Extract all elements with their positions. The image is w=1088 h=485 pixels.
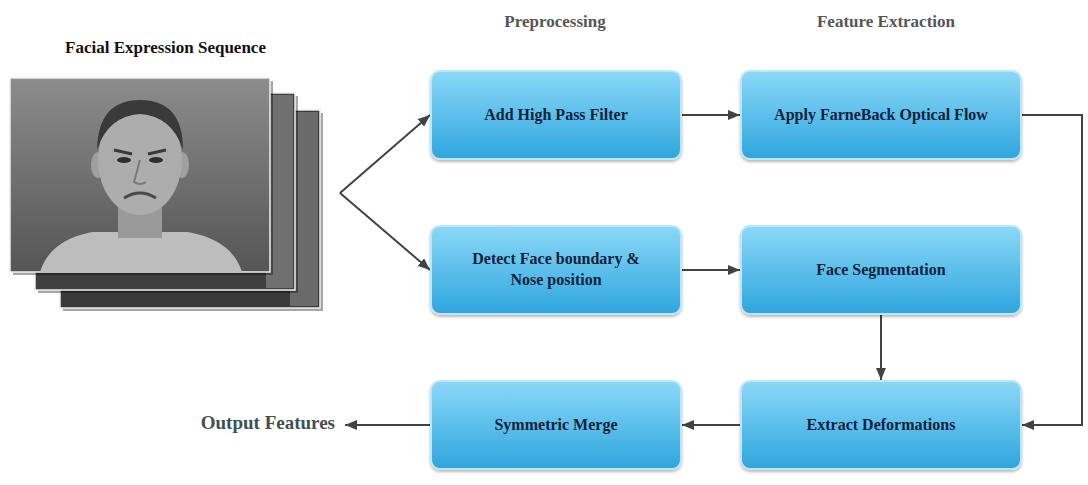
output-arrow: [345, 424, 430, 426]
nose: [134, 160, 146, 184]
group-region: [408, 52, 1052, 480]
flow-arrow: [340, 193, 430, 270]
stage-group: PreprocessingAdd High Pass FilterDetect …: [410, 8, 700, 330]
process-box: Face Segmentation: [740, 225, 1022, 315]
process-box: Extract Deformations: [740, 380, 1022, 470]
brows: [114, 150, 166, 154]
box-label: Face Segmentation: [816, 260, 945, 281]
process-box: Add High Pass Filter: [430, 70, 682, 160]
frame: [10, 78, 270, 272]
image-node: Facial Expression Sequence: [8, 34, 340, 312]
flow-arrow: [682, 269, 740, 271]
group-title: Preprocessing: [410, 12, 700, 32]
eye: [117, 157, 131, 163]
process-box: Apply FarneBack Optical Flow: [740, 70, 1022, 160]
flow-arrow: [682, 114, 740, 116]
group-title: Facial Expression Sequence: [8, 38, 323, 58]
box-label: Add High Pass Filter: [484, 105, 628, 126]
group-title: Feature Extraction: [720, 12, 1052, 32]
hair: [97, 100, 183, 150]
eye: [149, 157, 163, 163]
flow-arrow: [880, 315, 882, 380]
flow-arrow: [1022, 115, 1082, 425]
connectors: [340, 115, 1082, 425]
output-label: Output Features: [150, 412, 335, 434]
group-border: [411, 52, 699, 329]
process-box: Symmetric Merge: [430, 380, 682, 470]
flow-arrow: [682, 424, 740, 426]
process-box: Detect Face boundary & Nose position: [430, 225, 682, 315]
front-frame: [10, 78, 273, 275]
box-label: Detect Face boundary & Nose position: [456, 249, 656, 291]
box-label: Apply FarneBack Optical Flow: [774, 105, 988, 126]
mouth: [124, 193, 156, 198]
box-label: Extract Deformations: [807, 415, 956, 436]
box-label: Symmetric Merge: [494, 415, 617, 436]
flow-arrow: [340, 115, 430, 193]
